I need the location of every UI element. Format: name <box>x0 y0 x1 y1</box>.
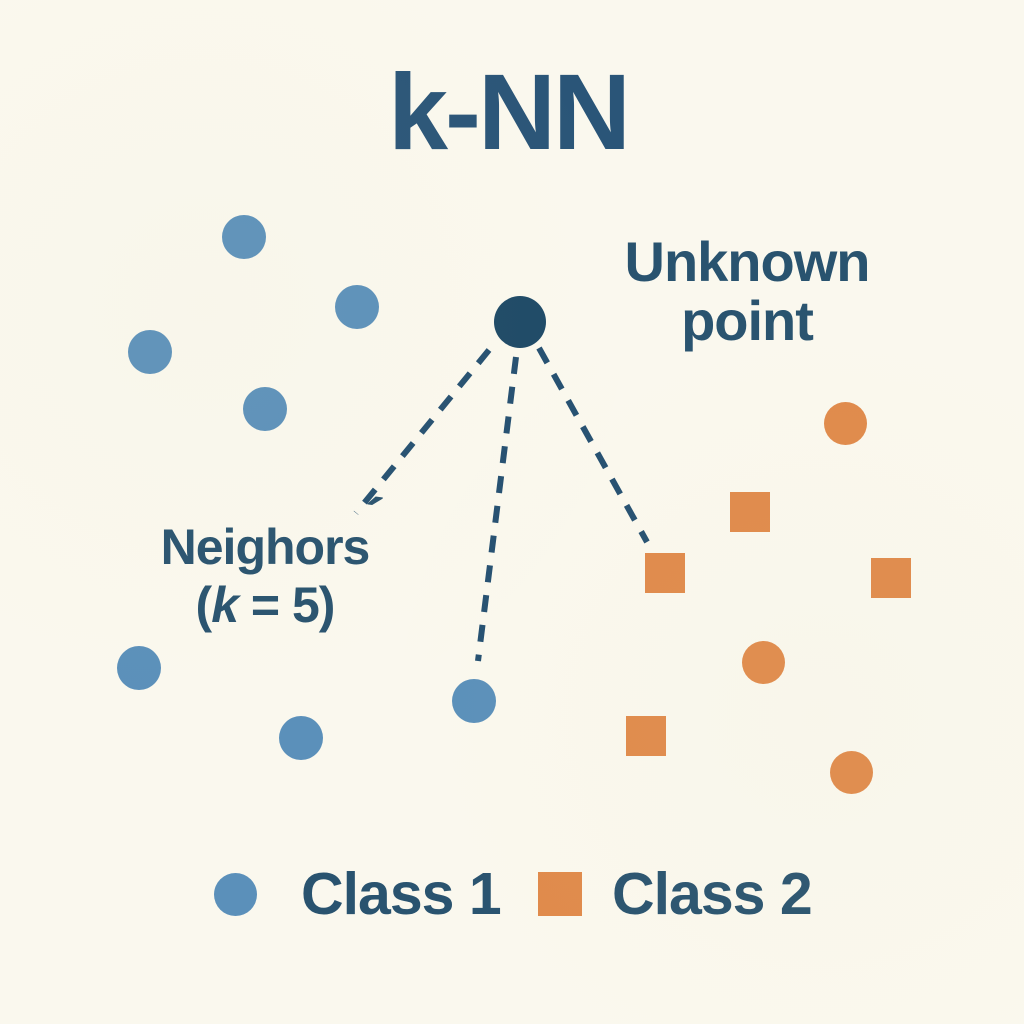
class2-marker-icon <box>538 872 582 916</box>
class1-point <box>222 215 266 259</box>
class1-point <box>452 679 496 723</box>
class2-square-point <box>871 558 911 598</box>
page-title: k-NN <box>387 51 631 172</box>
class1-marker-icon <box>214 872 257 916</box>
paren-open: ( <box>195 577 213 634</box>
unknown-point-label: Unknown point <box>622 232 872 351</box>
neighbors-label-text: Neighors <box>160 519 371 575</box>
class1-point <box>128 330 172 374</box>
legend-label-class1: Class 1 <box>301 861 502 927</box>
class1-point <box>335 285 379 329</box>
neighbor-connection-line <box>353 348 492 515</box>
legend-label-class2: Class 2 <box>612 861 813 927</box>
k-variable: k <box>211 577 239 634</box>
class2-circle-point <box>741 640 785 684</box>
class1-point <box>117 646 161 690</box>
neighbor-connection-line <box>475 356 519 662</box>
k-value: = 5) <box>238 577 336 634</box>
unknown-point-label-line1: Unknown <box>624 230 871 293</box>
class2-circle-point <box>829 750 873 794</box>
neighbor-connection-line <box>536 346 650 544</box>
neighbors-k-line: (k = 5) <box>145 577 385 633</box>
class2-square-point <box>645 553 685 593</box>
neighbors-label-line1: Neighors´ <box>145 486 386 577</box>
class2-square-point <box>626 716 666 756</box>
unknown-point <box>494 296 546 348</box>
class2-circle-point <box>823 401 867 445</box>
neighbors-label: Neighors´ (k = 5) <box>145 486 386 633</box>
class1-point <box>279 716 323 760</box>
legend-item-class1: Class 1 <box>214 861 502 927</box>
class1-point <box>243 387 287 431</box>
legend-item-class2: Class 2 <box>538 861 813 927</box>
unknown-point-label-line2: point <box>681 289 814 353</box>
class2-square-point <box>730 492 770 532</box>
